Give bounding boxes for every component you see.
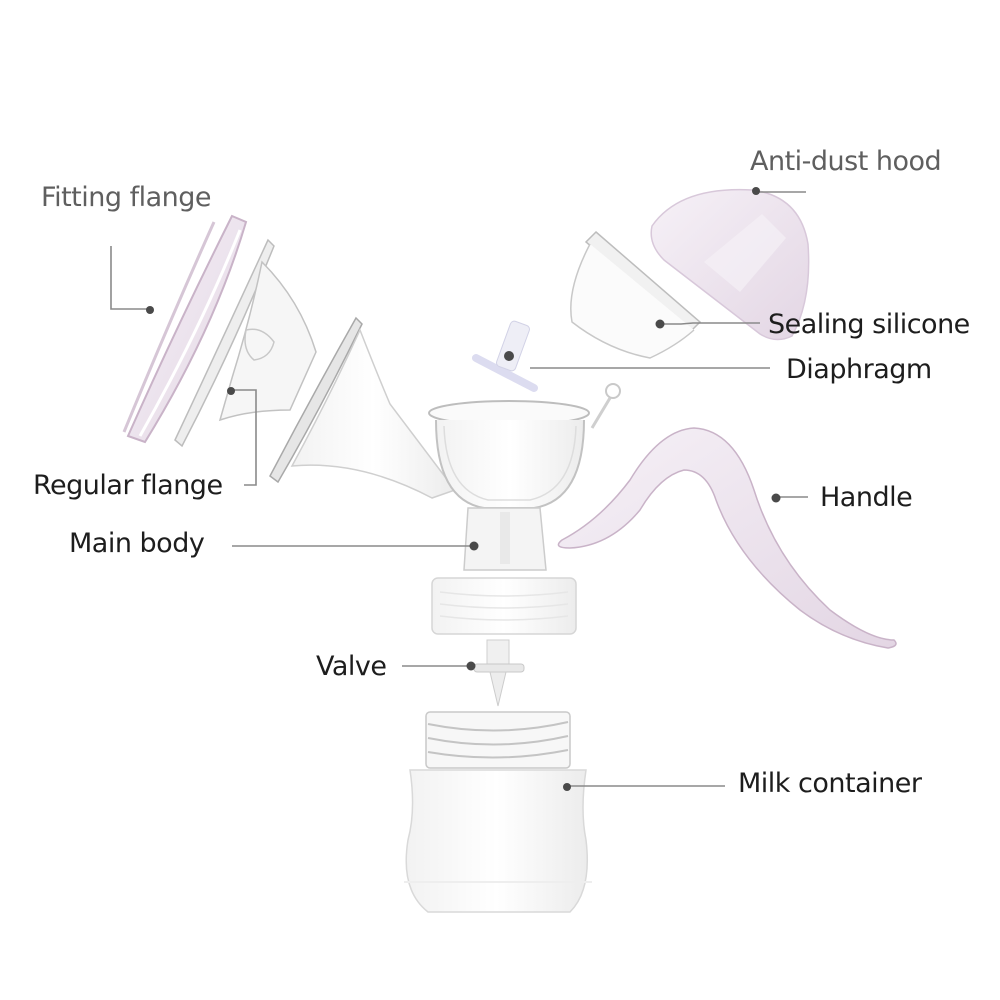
leader-lines bbox=[110, 191, 808, 787]
anchor-dots bbox=[146, 187, 781, 791]
label-diaphragm: Diaphragm bbox=[786, 354, 932, 385]
leader-sealing-silicone bbox=[660, 322, 760, 325]
regular-flange-part bbox=[174, 238, 317, 448]
valve-part bbox=[473, 639, 525, 707]
fitting-flange-part bbox=[122, 214, 248, 444]
label-fitting-flange: Fitting flange bbox=[41, 182, 212, 213]
milk-container-part bbox=[404, 711, 592, 913]
anti-dust-hood-part bbox=[650, 188, 810, 341]
label-milk-container: Milk container bbox=[738, 768, 922, 799]
main-body-part bbox=[269, 316, 621, 635]
sealing-silicone-part bbox=[570, 230, 702, 359]
label-sealing-silicone: Sealing silicone bbox=[768, 309, 970, 340]
label-anti-dust-hood: Anti-dust hood bbox=[750, 146, 942, 177]
label-valve: Valve bbox=[316, 651, 387, 682]
handle-part bbox=[557, 427, 897, 649]
leader-regular-flange bbox=[229, 389, 257, 486]
label-regular-flange: Regular flange bbox=[33, 470, 223, 501]
label-handle: Handle bbox=[820, 482, 913, 513]
label-main-body: Main body bbox=[69, 528, 205, 559]
leader-fitting-flange bbox=[110, 246, 149, 310]
